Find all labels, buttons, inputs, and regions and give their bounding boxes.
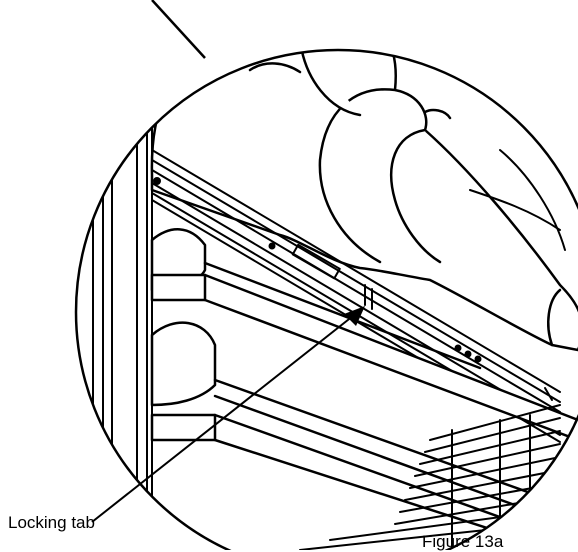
rear-bottle (429, 50, 578, 131)
detail-view-outline (74, 48, 578, 550)
top-leader-line (151, 0, 206, 59)
upper-bottle (150, 50, 578, 352)
locking-tab-leader-line (91, 311, 359, 523)
magnified-detail (92, 50, 578, 550)
lower-bottles (150, 228, 217, 407)
locking-tab-arrowhead (344, 306, 365, 326)
locking-tab-label: Locking tab (8, 513, 95, 532)
drawer-frame (150, 261, 578, 550)
figure-caption: Figure 13a (422, 532, 504, 551)
cabinet-side-wall (92, 59, 153, 550)
